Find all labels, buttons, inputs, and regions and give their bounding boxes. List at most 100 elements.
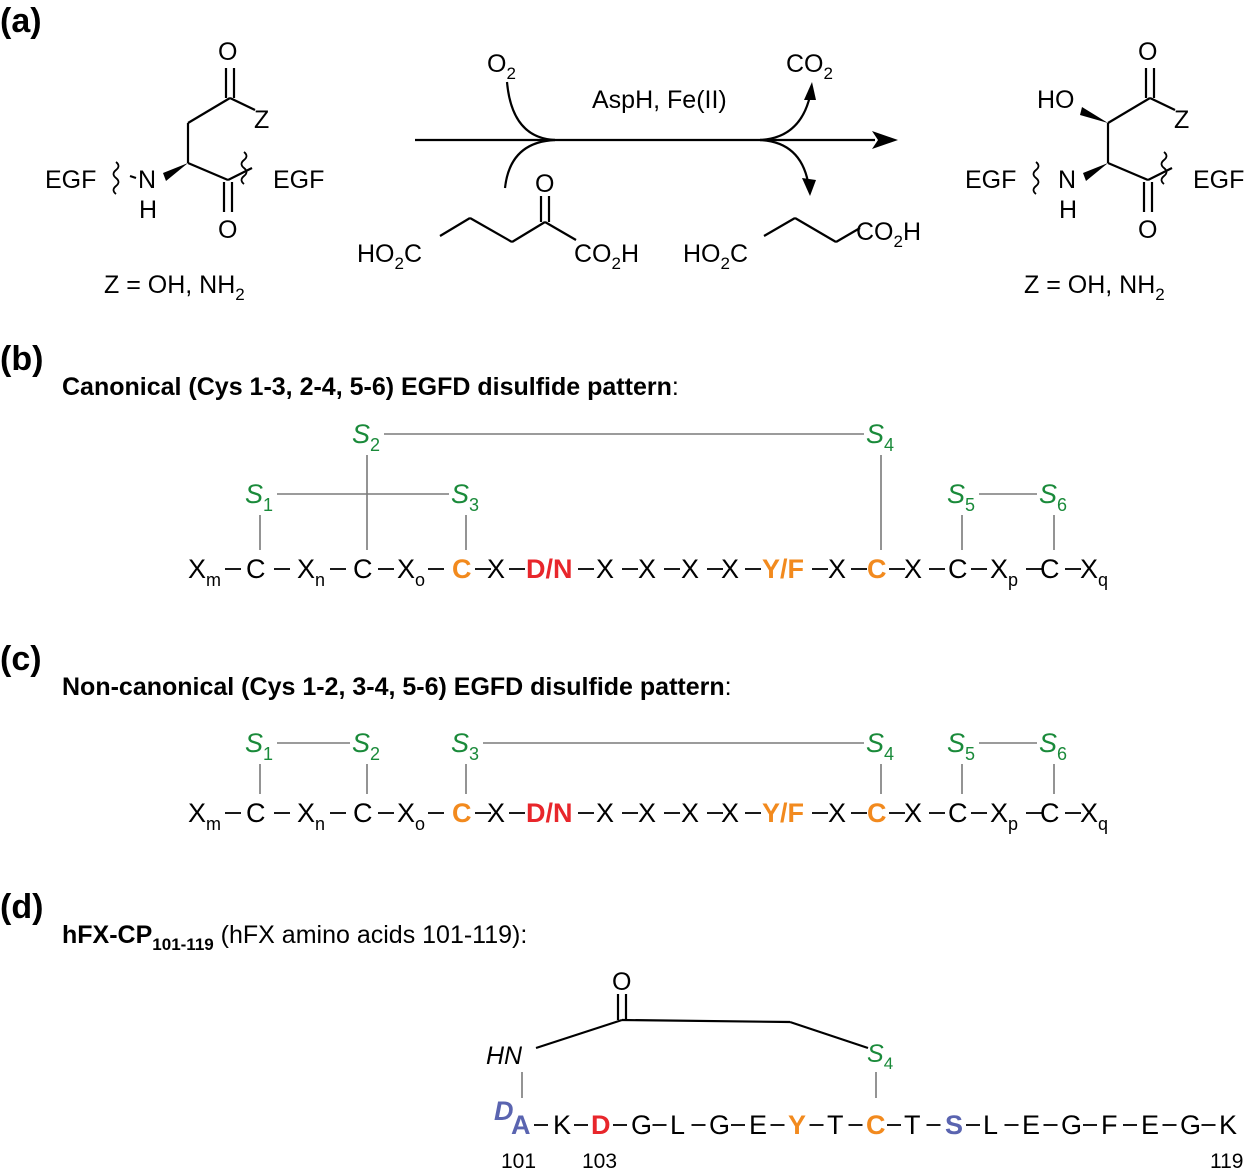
x-residue: Xn	[297, 554, 325, 590]
s-sub: 6	[1057, 495, 1067, 515]
x-sub: o	[415, 814, 425, 834]
reaction-arrow-group: O2 AspH, Fe(II) CO2	[415, 50, 898, 196]
s-text: S	[451, 479, 469, 509]
x-residue: X	[681, 554, 699, 584]
heading-tail: (hFX amino acids 101-119):	[214, 921, 528, 949]
bridge-carbonyl-o: O	[612, 968, 631, 996]
x-residue: X	[596, 554, 614, 584]
x-sub: n	[315, 570, 325, 590]
x-sub: q	[1098, 570, 1108, 590]
s-text: S	[1039, 479, 1057, 509]
x-text: X	[721, 554, 739, 584]
sulfur-label-3: S3	[451, 728, 479, 764]
residue-102: K	[553, 1110, 571, 1140]
substrate-structure: O Z N H EGF O EGF Z = OH, NH2	[45, 38, 324, 304]
x-text: X	[681, 554, 699, 584]
x-sub: m	[206, 570, 221, 590]
residue-108: Y	[788, 1110, 806, 1140]
x-text: X	[487, 798, 505, 828]
x-text: X	[596, 554, 614, 584]
cysteine-residue: C	[452, 554, 472, 584]
sulfur-label-6: S6	[1039, 728, 1067, 764]
x-text: X	[188, 554, 206, 584]
co-text: CO	[574, 240, 612, 268]
residue-119: K	[1219, 1110, 1237, 1140]
x-text: X	[397, 554, 415, 584]
wavy-bond	[1032, 161, 1040, 195]
cysteine-residue: C	[452, 798, 472, 828]
x-text: X	[828, 554, 846, 584]
s-sub: 6	[1057, 744, 1067, 764]
x-sub: o	[415, 570, 425, 590]
x-sub: n	[315, 814, 325, 834]
x-sub: p	[1008, 570, 1018, 590]
s-text: S	[245, 728, 263, 758]
substrate-egf-left: EGF	[45, 166, 96, 194]
product-egf-right: EGF	[1193, 166, 1244, 194]
x-residue: X	[487, 554, 505, 584]
s-sub: 3	[469, 495, 479, 515]
arrow-head	[802, 178, 816, 196]
substrate-carbonyl-o: O	[218, 38, 237, 66]
product-h: H	[1059, 196, 1077, 224]
s-text: S	[866, 728, 884, 758]
panel-label-c: (c)	[0, 640, 42, 678]
sulfur-label-2: S2	[352, 728, 380, 764]
cysteine-residue: C	[1040, 798, 1060, 828]
cysteine-residue: C	[353, 554, 373, 584]
panel-c-heading: Non-canonical (Cys 1-2, 3-4, 5-6) EGFD d…	[62, 673, 732, 701]
arrow-head	[872, 131, 898, 149]
s-sub: 2	[370, 744, 380, 764]
product-carbonyl-o: O	[1138, 38, 1157, 66]
product-n: N	[1058, 166, 1076, 194]
ketoglutarate-curved-arrow	[503, 138, 556, 189]
residue-118: G	[1180, 1110, 1201, 1140]
bond	[789, 1020, 869, 1050]
x-residue: X	[638, 798, 656, 828]
z-definition-text: Z = OH, NH	[1024, 271, 1155, 299]
bond	[835, 227, 861, 243]
x-residue: X	[828, 554, 846, 584]
residue-115: G	[1061, 1110, 1082, 1140]
c-text: C	[730, 240, 748, 268]
co2-sub: 2	[824, 64, 833, 83]
product-z: Z	[1174, 106, 1189, 134]
substrate-lower-o: O	[218, 216, 237, 244]
bond	[187, 97, 231, 124]
o2-label: O2	[487, 50, 516, 83]
residue-111: T	[904, 1110, 921, 1140]
x-text: X	[904, 798, 922, 828]
x-residue: Xo	[397, 798, 425, 834]
x-residue: Xp	[990, 554, 1018, 590]
x-residue: Xm	[188, 798, 221, 834]
bond	[535, 1018, 623, 1050]
succinate-left-acid: HO2C	[683, 240, 748, 273]
z-definition-sub: 2	[235, 285, 244, 304]
heading-text: Canonical (Cys 1-3, 2-4, 5-6) EGFD disul…	[62, 373, 672, 401]
panel-label-b: (b)	[0, 340, 43, 378]
sulfur-label-6: S6	[1039, 479, 1067, 515]
product-egf-left: EGF	[965, 166, 1016, 194]
bond	[129, 174, 137, 180]
succinate-right-acid: CO2H	[856, 218, 921, 251]
ho-text: HO	[683, 240, 721, 268]
residue-114: E	[1022, 1110, 1040, 1140]
o2-text: O	[487, 50, 506, 78]
bond	[469, 217, 513, 243]
substrate-egf-right: EGF	[273, 166, 324, 194]
cysteine-residue: C	[353, 798, 373, 828]
x-sub: q	[1098, 814, 1108, 834]
ho-text: HO	[357, 240, 395, 268]
s-sub: 1	[263, 744, 273, 764]
s-sub: 4	[884, 435, 894, 455]
heading-text: Non-canonical (Cys 1-2, 3-4, 5-6) EGFD d…	[62, 673, 725, 701]
residue-number: 103	[582, 1150, 617, 1169]
panel-label-a: (a)	[0, 2, 42, 40]
o2-curved-arrow	[505, 81, 556, 142]
sulfur-label-3: S3	[451, 479, 479, 515]
residue-106: G	[709, 1110, 730, 1140]
x-residue: Xp	[990, 798, 1018, 834]
heading-text: hFX-CP	[62, 921, 152, 949]
